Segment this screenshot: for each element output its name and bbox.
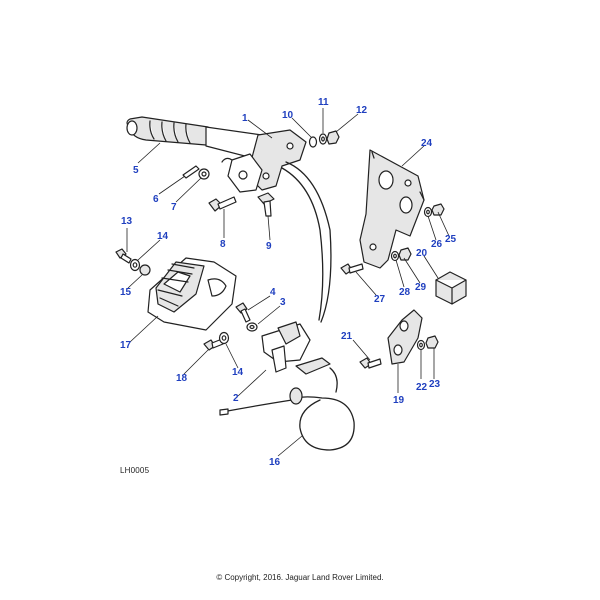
callout-3: 3 [280, 297, 286, 308]
cable-outer [285, 161, 332, 323]
callout-16: 16 [269, 457, 281, 468]
washer-3 [246, 322, 258, 332]
callout-17: 17 [120, 340, 132, 351]
callout-2: 2 [233, 393, 239, 404]
callout-23: 23 [429, 379, 441, 390]
callout-29: 29 [415, 282, 427, 293]
callout-13: 13 [121, 216, 133, 227]
bolt-4 [235, 302, 251, 323]
callout-labels: 1 2 3 4 5 6 7 8 9 10 11 12 13 14 14 15 1… [120, 97, 457, 468]
callout-20: 20 [416, 248, 428, 259]
bolt-27 [340, 263, 364, 275]
nut-25 [431, 203, 445, 216]
lever-handle-grip [126, 116, 209, 146]
callout-6: 6 [153, 194, 159, 205]
leader-lines [126, 108, 450, 457]
rubber-block-20 [435, 271, 467, 305]
callout-25: 25 [445, 234, 457, 245]
bracket-plate-24 [359, 149, 425, 269]
callout-7: 7 [171, 202, 177, 213]
nut-12 [326, 130, 340, 145]
cable-end-fitting [219, 387, 303, 416]
bolt-9 [257, 192, 275, 217]
rear-cable-16 [291, 367, 355, 451]
callout-10: 10 [282, 110, 294, 121]
callout-19: 19 [393, 395, 405, 406]
callout-26: 26 [431, 239, 443, 250]
diagram-reference-code: LH0005 [120, 466, 150, 475]
callout-11: 11 [318, 97, 329, 108]
callout-14a: 14 [157, 231, 169, 242]
cable-to-adjuster [221, 399, 293, 413]
lever-assembly [205, 126, 307, 193]
nut-29 [398, 247, 412, 261]
washer-11 [318, 133, 328, 145]
callout-22: 22 [416, 382, 428, 393]
washer-14a [129, 258, 141, 272]
bolt-21 [359, 357, 382, 369]
nut-23 [425, 335, 439, 349]
callout-24: 24 [421, 138, 433, 149]
callout-14b: 14 [232, 367, 244, 378]
screw-13 [115, 248, 132, 264]
callout-8: 8 [220, 239, 226, 250]
callout-12: 12 [356, 105, 368, 116]
bolt-8 [208, 196, 237, 212]
washer-22 [416, 339, 426, 351]
grommet-15 [139, 264, 151, 276]
washer-14b [218, 331, 230, 345]
washer-10 [308, 136, 318, 148]
callout-9: 9 [266, 241, 272, 252]
callout-28: 28 [399, 287, 411, 298]
callout-4: 4 [270, 287, 276, 298]
copyright-notice: © Copyright, 2016. Jaguar Land Rover Lim… [216, 573, 384, 582]
gaiter-17 [147, 257, 237, 331]
callout-27: 27 [374, 294, 386, 305]
washer-28 [390, 250, 400, 262]
cable-inner [281, 167, 324, 321]
callout-1: 1 [242, 113, 248, 124]
callout-15: 15 [120, 287, 132, 298]
callout-5: 5 [133, 165, 139, 176]
abutment-bracket-19 [387, 309, 423, 365]
clip-pin [182, 165, 200, 179]
cable-equaliser-2 [261, 321, 331, 375]
callout-21: 21 [341, 331, 353, 342]
washer-7 [198, 168, 210, 180]
callout-18: 18 [176, 373, 188, 384]
washer-26 [423, 206, 433, 218]
